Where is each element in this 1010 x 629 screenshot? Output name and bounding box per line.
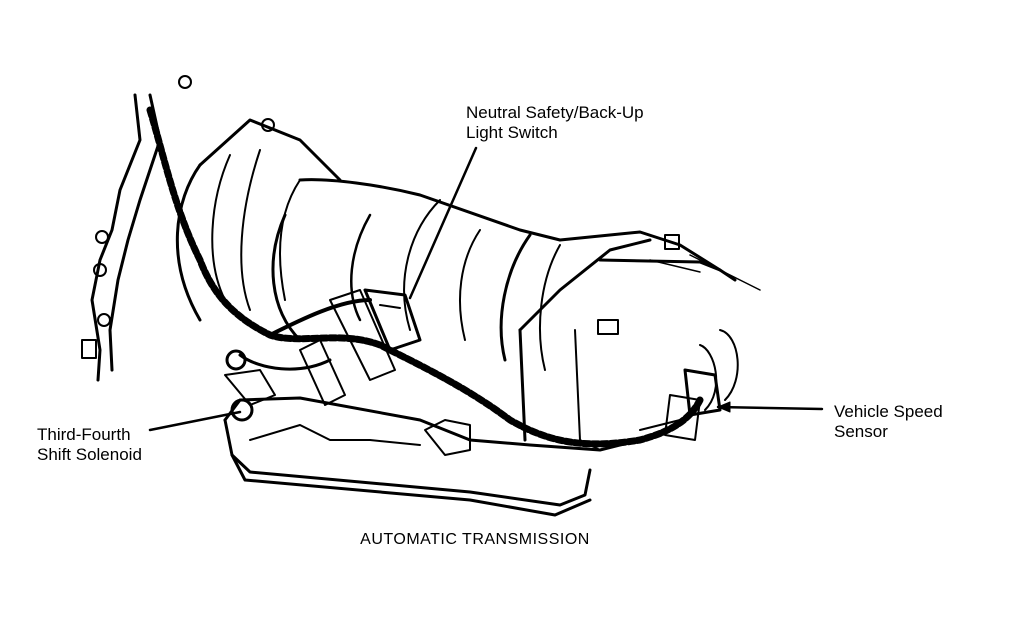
callout-line: Light Switch — [466, 123, 558, 142]
leader-lines — [150, 148, 822, 430]
callout-line: Vehicle Speed — [834, 402, 943, 421]
vehicle-speed-sensor-shape — [640, 370, 720, 440]
callout-line: Neutral Safety/Back-Up — [466, 103, 644, 122]
neutral-safety-switch-shape — [330, 290, 420, 380]
figure-caption: AUTOMATIC TRANSMISSION — [360, 531, 590, 548]
callout-line: Third-Fourth — [37, 425, 131, 444]
callout-line: Sensor — [834, 422, 888, 441]
callout-vehicle-speed-sensor: Vehicle Speed Sensor — [834, 402, 943, 442]
third-fourth-solenoid-shape — [225, 340, 345, 420]
wiring-harness — [150, 110, 700, 444]
leader-third-fourth — [150, 412, 240, 430]
arrowhead-vehicle-speed — [718, 402, 730, 412]
oil-pan — [225, 398, 640, 515]
transmission-case — [177, 120, 560, 370]
leader-neutral-safety — [410, 148, 476, 298]
callout-line: Shift Solenoid — [37, 445, 142, 464]
callout-neutral-safety-switch: Neutral Safety/Back-Up Light Switch — [466, 103, 644, 143]
tail-housing — [520, 232, 760, 450]
leader-vehicle-speed — [718, 407, 822, 409]
callout-third-fourth-solenoid: Third-Fourth Shift Solenoid — [37, 425, 142, 465]
